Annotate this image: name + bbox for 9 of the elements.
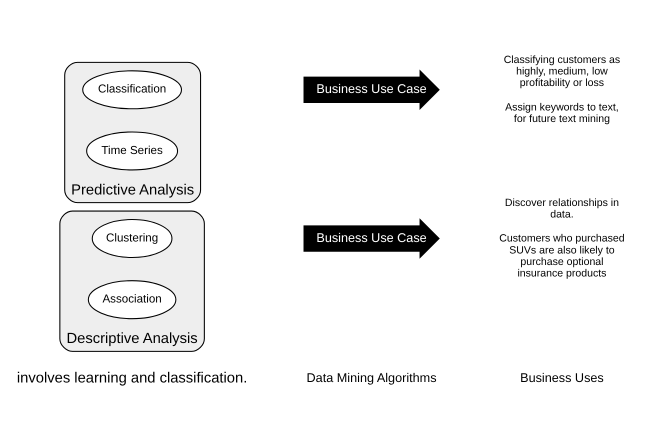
label: Business Uses	[520, 370, 604, 385]
node-ellipse: Classification	[82, 70, 182, 109]
node-ellipse: Clustering	[92, 218, 172, 258]
label: involves learning and classification.	[16, 370, 248, 386]
node-ellipse: Association	[88, 280, 176, 319]
node-ellipse: Time Series	[86, 130, 178, 170]
label: Data Mining Algorithms	[306, 370, 437, 385]
node-text: Classifying customers as highly, medium, low profitability or loss Assign keywords to text, for future text mining	[504, 53, 620, 124]
node-text: Discover relationships in data. Customers who purchased SUVs are also likely to purchase optional insurance products	[499, 196, 625, 279]
